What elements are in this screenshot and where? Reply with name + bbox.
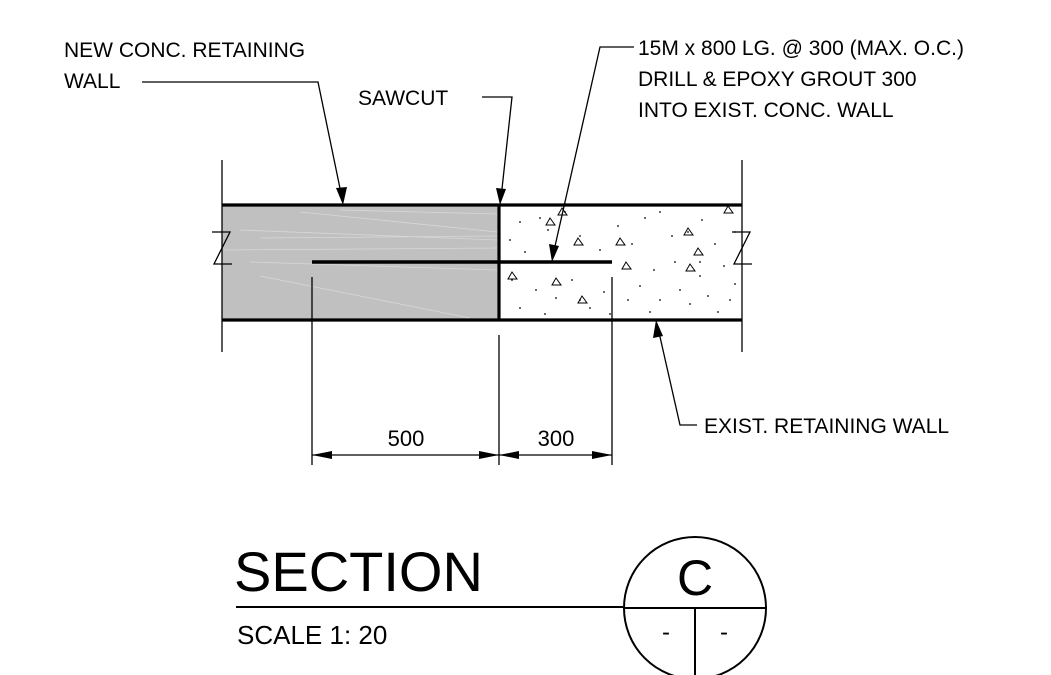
aggregate-dot: [555, 297, 557, 299]
aggregate-stone: [723, 205, 734, 214]
existing-wall-aggregate: [507, 205, 736, 315]
bubble-sheet-right: -: [720, 619, 728, 646]
label-dowel-line3: INTO EXIST. CONC. WALL: [638, 99, 894, 122]
aggregate-dot: [717, 311, 719, 313]
aggregate-dot: [699, 275, 701, 277]
aggregate-dot: [589, 307, 591, 309]
aggregate-dot: [671, 235, 673, 237]
leader-sawcut: [482, 96, 513, 205]
aggregate-stone: [507, 271, 518, 280]
aggregate-dot: [535, 289, 537, 291]
scale-label: SCALE 1: 20: [237, 620, 387, 650]
bubble-sheet-left: -: [662, 619, 670, 646]
aggregate-dot: [707, 295, 709, 297]
aggregate-dot: [524, 251, 526, 253]
leader-existing-wall: [653, 320, 697, 426]
aggregate-dot: [639, 285, 641, 287]
aggregate-dot: [617, 225, 619, 227]
aggregate-dot: [714, 243, 716, 245]
aggregate-dot: [674, 261, 676, 263]
leader-dowel: [549, 46, 634, 262]
dimension-300: 300: [538, 426, 575, 451]
aggregate-dot: [699, 261, 701, 263]
label-existing-wall: EXIST. RETAINING WALL: [704, 415, 949, 438]
aggregate-dot: [701, 219, 703, 221]
aggregate-stone: [551, 277, 562, 286]
aggregate-stone: [621, 261, 632, 270]
aggregate-dot: [649, 311, 651, 313]
aggregate-dot: [547, 229, 549, 231]
aggregate-dot: [509, 239, 511, 241]
aggregate-dot: [659, 299, 661, 301]
dimension-500: 500: [388, 426, 425, 451]
section-bubble: [623, 536, 767, 675]
left-break-line: [212, 160, 232, 352]
aggregate-stone: [693, 247, 704, 256]
aggregate-dot: [511, 279, 513, 281]
label-dowel-line2: DRILL & EPOXY GROUT 300: [638, 68, 917, 91]
dimension-line-500: [312, 451, 499, 459]
aggregate-stone: [683, 227, 694, 236]
aggregate-dot: [603, 291, 605, 293]
aggregate-dot: [579, 235, 581, 237]
aggregate-dot: [723, 265, 725, 267]
label-new-wall-line1: NEW CONC. RETAINING: [64, 39, 305, 62]
dimension-line-300: [499, 451, 612, 459]
label-sawcut: SAWCUT: [358, 87, 448, 110]
aggregate-dot: [519, 307, 521, 309]
aggregate-dot: [644, 217, 646, 219]
label-new-wall-line2: WALL: [64, 70, 120, 93]
aggregate-stone: [545, 217, 556, 226]
aggregate-dot: [734, 283, 736, 285]
right-break-line: [732, 160, 752, 352]
aggregate-dot: [679, 289, 681, 291]
aggregate-dot: [689, 303, 691, 305]
aggregate-dot: [609, 313, 611, 315]
aggregate-stone: [577, 295, 588, 304]
aggregate-dot: [729, 299, 731, 301]
section-title: SECTION: [234, 540, 483, 603]
leader-new-wall: [142, 81, 347, 205]
aggregate-stone: [573, 237, 584, 246]
bubble-letter: C: [677, 550, 713, 606]
label-dowel-line1: 15M x 800 LG. @ 300 (MAX. O.C.): [638, 37, 964, 60]
aggregate-dot: [539, 217, 541, 219]
aggregate-stone: [615, 237, 626, 246]
aggregate-dot: [631, 243, 633, 245]
aggregate-dot: [653, 269, 655, 271]
new-wall-hatch: [223, 209, 499, 319]
aggregate-dot: [599, 249, 601, 251]
aggregate-dot: [687, 231, 689, 233]
aggregate-dot: [519, 221, 521, 223]
aggregate-dot: [571, 279, 573, 281]
aggregate-stone: [685, 263, 696, 272]
aggregate-dot: [627, 299, 629, 301]
aggregate-dot: [544, 313, 546, 315]
aggregate-dot: [659, 211, 661, 213]
